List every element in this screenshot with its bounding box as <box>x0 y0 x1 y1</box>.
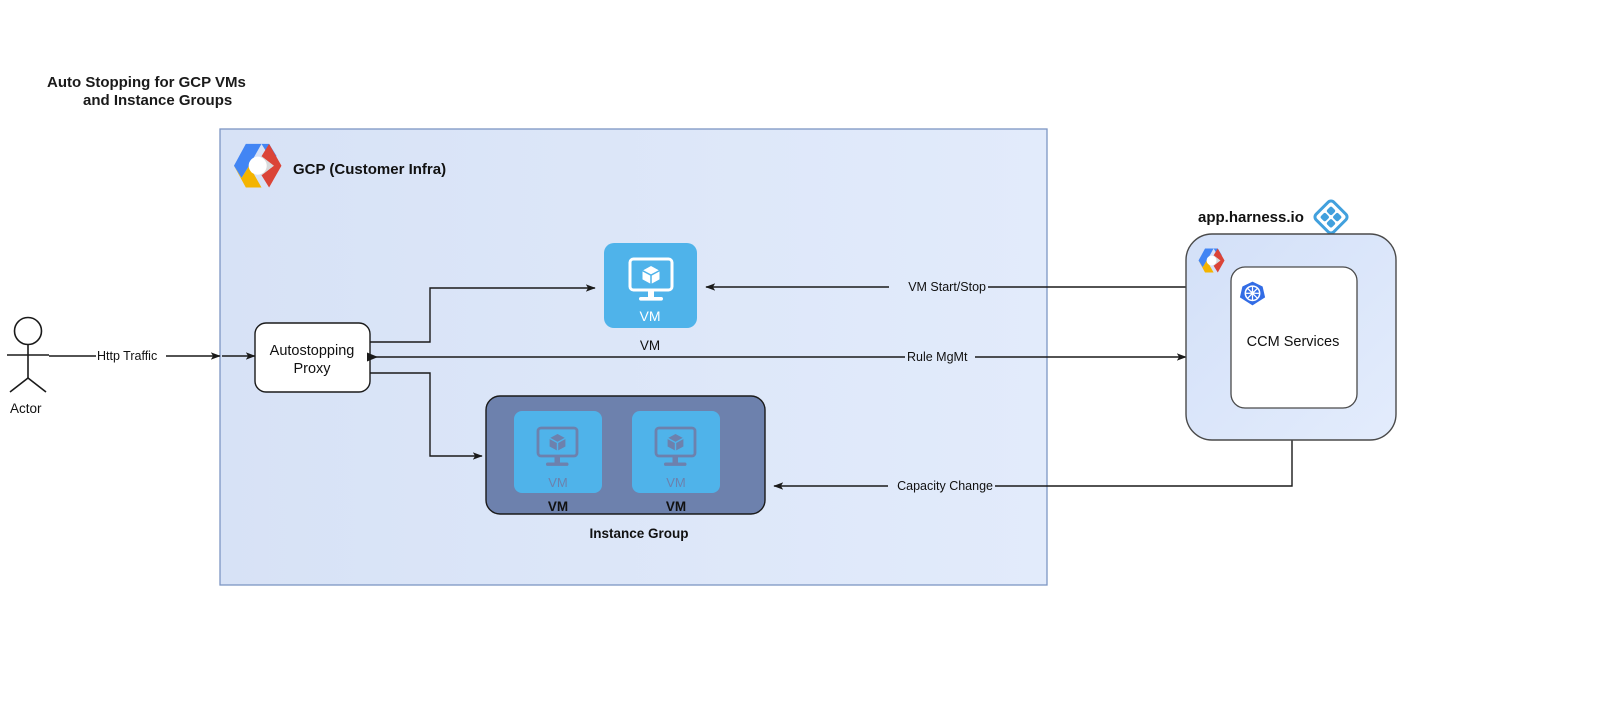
instance-group-vm-1 <box>514 411 602 493</box>
instance-group-vm-2-caption: VM <box>666 499 686 514</box>
vm-inner-label: VM <box>640 308 661 324</box>
vm-caption: VM <box>640 338 660 353</box>
actor-label: Actor <box>10 401 42 416</box>
instance-group-vm-2 <box>632 411 720 493</box>
gcp-hexagon-logo-icon <box>233 143 282 188</box>
harness-title: app.harness.io <box>1198 209 1304 226</box>
connector-proxy-to-vm <box>370 284 596 343</box>
page-title-line2: and Instance Groups <box>83 92 232 109</box>
proxy-label-line2: Proxy <box>293 361 331 377</box>
instance-group-vm-1-caption: VM <box>548 499 568 514</box>
vm-monitor-cube-icon <box>628 257 674 301</box>
kubernetes-logo-icon <box>1239 281 1266 306</box>
vm-monitor-cube-icon <box>536 426 579 466</box>
instance-group-vm-1-inner-label: VM <box>548 475 568 490</box>
connection-label-vm-start-stop: VM Start/Stop <box>908 280 986 294</box>
page-title-line1: Auto Stopping for GCP VMs <box>47 74 246 91</box>
actor-figure <box>7 316 49 393</box>
ccm-services-box <box>1230 266 1358 409</box>
gcp-hexagon-logo-icon <box>1198 248 1225 273</box>
connection-label-http-traffic: Http Traffic <box>97 349 157 363</box>
actor-head-icon <box>13 316 43 346</box>
connection-label-capacity-change: Capacity Change <box>897 479 993 493</box>
connector-capacity-change <box>995 440 1293 487</box>
harness-diamond-logo-icon <box>1313 199 1349 235</box>
vm-box <box>604 243 697 328</box>
ccm-services-label: CCM Services <box>1247 334 1340 350</box>
gcp-panel-header: GCP (Customer Infra) <box>293 161 446 178</box>
instance-group-vm-2-inner-label: VM <box>666 475 686 490</box>
proxy-label-line1: Autostopping <box>270 343 355 359</box>
connection-label-rule-mgmt: Rule MgMt <box>907 350 968 364</box>
instance-group-caption: Instance Group <box>589 526 688 541</box>
connector-proxy-to-instance-group <box>370 372 483 460</box>
vm-monitor-cube-icon <box>654 426 697 466</box>
